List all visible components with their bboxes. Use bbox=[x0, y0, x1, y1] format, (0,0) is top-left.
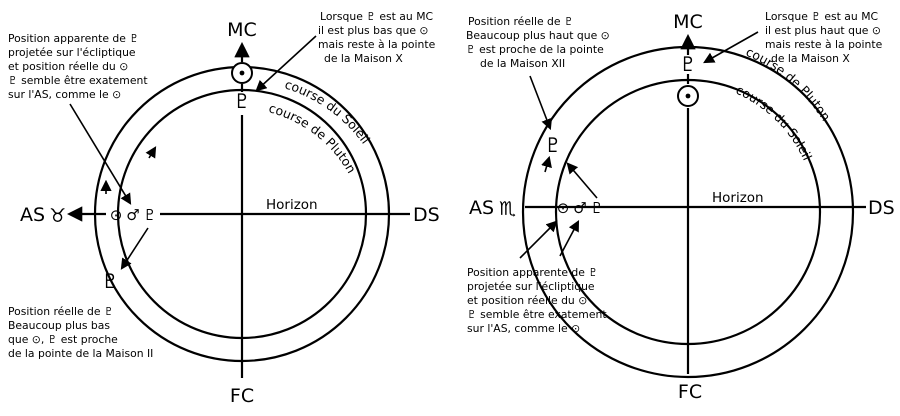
svg-text:Lorsque ♇ est au MC: Lorsque ♇ est au MC bbox=[320, 10, 433, 23]
svg-text:Position réelle de ♇: Position réelle de ♇ bbox=[468, 15, 574, 28]
left-note-top-right: Lorsque ♇ est au MC il est plus bas que … bbox=[318, 10, 436, 65]
right-high-pluto-glyph: ♇ bbox=[544, 133, 562, 157]
left-note-top-left: Position apparente de ♇ projetée sur l'é… bbox=[8, 32, 148, 101]
svg-text:de la Maison X: de la Maison X bbox=[324, 52, 403, 65]
svg-text:Position apparente de ♇: Position apparente de ♇ bbox=[467, 266, 598, 279]
svg-text:Position réelle de ♇: Position réelle de ♇ bbox=[8, 305, 114, 318]
right-horizon-label: Horizon bbox=[712, 190, 764, 206]
svg-text:♇ semble être exatement: ♇ semble être exatement bbox=[8, 74, 148, 87]
left-mc-label: MC bbox=[227, 19, 257, 41]
left-as-label: AS bbox=[20, 204, 45, 226]
right-as-pluto-glyph: ♇ bbox=[590, 199, 603, 217]
left-as-pluto-glyph: ♇ bbox=[143, 206, 156, 224]
right-ds-label: DS bbox=[868, 197, 895, 219]
right-mc-label: MC bbox=[673, 11, 703, 33]
left-as-mars-glyph: ♂ bbox=[126, 206, 139, 224]
right-pluto-rise-arrow bbox=[566, 162, 598, 199]
left-as-sun-glyph: ⊙ bbox=[110, 206, 123, 224]
svg-text:sur l'AS, comme le ⊙: sur l'AS, comme le ⊙ bbox=[467, 322, 580, 335]
right-as-sun-glyph: ⊙ bbox=[557, 199, 570, 217]
svg-text:sur l'AS, comme le ⊙: sur l'AS, comme le ⊙ bbox=[8, 88, 121, 101]
svg-text:il est plus haut que ⊙: il est plus haut que ⊙ bbox=[765, 24, 881, 37]
left-horizon-label: Horizon bbox=[266, 197, 318, 213]
left-pluto-orbit-arrow bbox=[145, 146, 157, 159]
svg-text:de la Maison X: de la Maison X bbox=[771, 52, 850, 65]
right-note-bottom-arrow-1 bbox=[519, 220, 558, 259]
right-as-mars-glyph: ♂ bbox=[573, 199, 586, 217]
svg-text:mais reste à la pointe: mais reste à la pointe bbox=[765, 38, 883, 51]
left-pluto-drop-arrow bbox=[120, 227, 149, 270]
left-diagram: ♇ ⊙ ♂ ♇ ♇ MC FC AS ♉ DS Horizon course d… bbox=[8, 10, 440, 407]
right-as-sign-glyph: ♏ bbox=[499, 198, 516, 220]
right-note-top-right-arrow bbox=[703, 31, 759, 64]
svg-text:♇ est proche de la pointe: ♇ est proche de la pointe bbox=[466, 43, 604, 56]
svg-text:Position apparente de ♇: Position apparente de ♇ bbox=[8, 32, 139, 45]
svg-text:Lorsque ♇ est au MC: Lorsque ♇ est au MC bbox=[765, 10, 878, 23]
left-ds-label: DS bbox=[413, 204, 440, 226]
left-note-bottom-left: Position réelle de ♇ Beaucoup plus bas q… bbox=[8, 305, 153, 360]
left-low-pluto-glyph: ♇ bbox=[101, 269, 119, 293]
left-as-sign-glyph: ♉ bbox=[49, 205, 66, 227]
right-note-top-left-arrow bbox=[529, 75, 553, 131]
svg-text:il est plus bas que ⊙: il est plus bas que ⊙ bbox=[318, 24, 428, 37]
right-note-bottom-arrow-2 bbox=[559, 220, 580, 257]
left-mc-sun-dot bbox=[239, 70, 245, 76]
svg-text:projetée sur l'écliptique: projetée sur l'écliptique bbox=[8, 46, 136, 59]
svg-text:Beaucoup plus bas: Beaucoup plus bas bbox=[8, 319, 110, 332]
right-note-bottom: Position apparente de ♇ projetée sur l'é… bbox=[467, 266, 607, 335]
right-note-top-left: Position réelle de ♇ Beaucoup plus haut … bbox=[466, 15, 610, 70]
svg-text:de la pointe de la Maison II: de la pointe de la Maison II bbox=[8, 347, 153, 360]
svg-text:et position réelle du ⊙: et position réelle du ⊙ bbox=[467, 294, 587, 307]
left-fc-label: FC bbox=[230, 385, 254, 407]
left-note-top-right-arrow bbox=[255, 35, 317, 92]
svg-text:et position réelle du ⊙: et position réelle du ⊙ bbox=[8, 60, 128, 73]
svg-text:que ⊙, ♇ est proche: que ⊙, ♇ est proche bbox=[8, 333, 118, 346]
svg-text:♇ semble être exatement: ♇ semble être exatement bbox=[467, 308, 607, 321]
svg-text:de la Maison XII: de la Maison XII bbox=[480, 57, 565, 70]
left-mc-pluto-glyph: ♇ bbox=[233, 89, 251, 113]
svg-text:mais reste à la pointe: mais reste à la pointe bbox=[318, 38, 436, 51]
right-sun-orbit-arrow bbox=[541, 155, 552, 173]
right-note-top-right: Lorsque ♇ est au MC il est plus haut que… bbox=[765, 10, 883, 65]
right-mc-sun-dot bbox=[685, 93, 691, 99]
svg-text:Beaucoup plus haut que ⊙: Beaucoup plus haut que ⊙ bbox=[466, 29, 610, 42]
right-diagram: ♇ ♇ ⊙ ♂ ♇ MC FC AS ♏ DS Horizon course d… bbox=[466, 10, 895, 403]
right-fc-label: FC bbox=[678, 381, 702, 403]
svg-text:projetée sur l'écliptique: projetée sur l'écliptique bbox=[467, 280, 595, 293]
left-note-top-left-arrow bbox=[69, 103, 132, 205]
right-mc-pluto-glyph: ♇ bbox=[679, 52, 697, 76]
right-as-label: AS bbox=[469, 197, 494, 219]
